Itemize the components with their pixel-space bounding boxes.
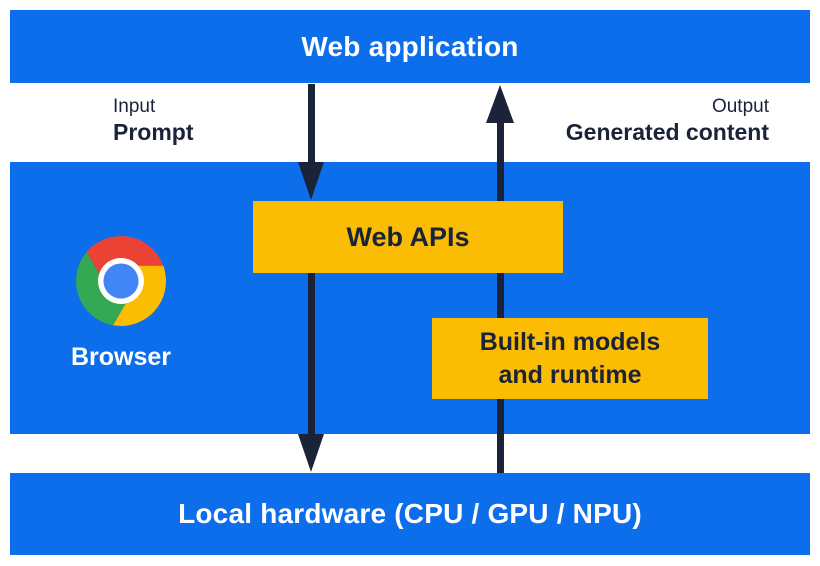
web-application-layer: Web application (10, 10, 810, 83)
local-hardware-label: Local hardware (CPU / GPU / NPU) (178, 498, 642, 529)
browser-label: Browser (70, 343, 172, 371)
input-arrow-upper-segment (308, 84, 315, 164)
input-caption: Input (113, 96, 156, 117)
output-generated-content-label: Generated content (565, 119, 769, 145)
arrow-down-icon (298, 434, 324, 472)
output-caption: Output (711, 96, 769, 117)
builtin-models-label-line2: and runtime (498, 360, 642, 389)
arrow-down-icon (298, 162, 324, 200)
local-hardware-layer: Local hardware (CPU / GPU / NPU) (10, 473, 810, 555)
input-arrow-lower-segment (308, 273, 315, 439)
web-application-label: Web application (301, 30, 519, 62)
chrome-logo-icon (76, 236, 166, 326)
input-flow-labels: Input Prompt (113, 94, 194, 146)
builtin-models-box: Built-in models and runtime (432, 318, 708, 399)
input-prompt-label: Prompt (113, 119, 194, 145)
web-apis-label: Web APIs (346, 221, 470, 252)
arrow-up-icon (486, 85, 514, 123)
builtin-models-label-line1: Built-in models (479, 327, 661, 356)
output-arrow-segment (497, 120, 504, 473)
web-apis-box: Web APIs (253, 201, 563, 273)
output-flow-labels: Output Generated content (566, 94, 769, 146)
